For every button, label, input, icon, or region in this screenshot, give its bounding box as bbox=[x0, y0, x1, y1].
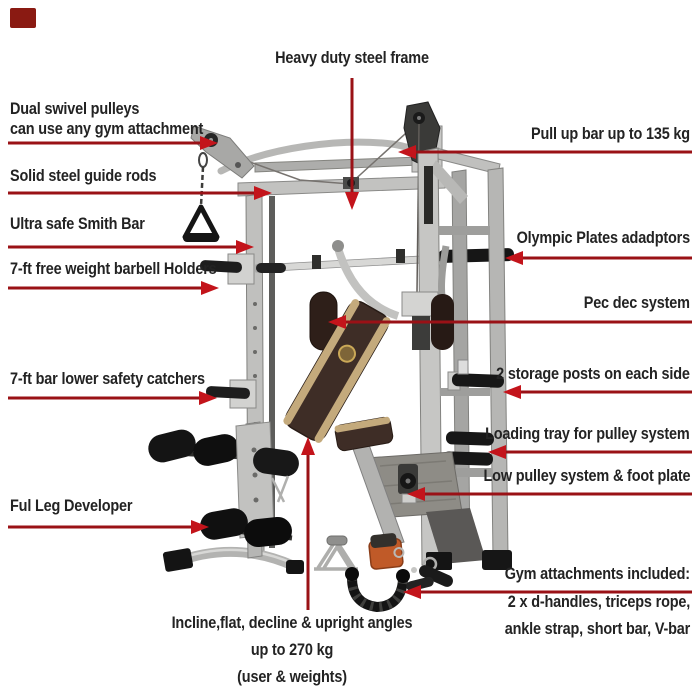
label-text: Incline,flat, decline & upright angles bbox=[171, 613, 413, 632]
corner-mark bbox=[10, 8, 36, 28]
label-text: Low pulley system & foot plate bbox=[483, 466, 690, 485]
arrow-smith-bar bbox=[8, 240, 254, 254]
label-loading-tray: Loading tray for pulley system bbox=[485, 424, 691, 444]
loading-tray-peg-1 bbox=[445, 431, 494, 446]
bench-back-pad bbox=[283, 299, 391, 443]
label-text: (user & weights) bbox=[237, 667, 347, 686]
leg-developer bbox=[148, 421, 299, 548]
storage-post-peg bbox=[451, 373, 504, 388]
label-text: Ful Leg Developer bbox=[10, 496, 133, 515]
arrow-safety-catchers bbox=[8, 391, 217, 405]
ankle-strap bbox=[368, 533, 405, 570]
label-text: Olympic Plates adadptors bbox=[516, 228, 691, 247]
arrow-guide-rods bbox=[8, 186, 272, 200]
loading-tray-peg-2 bbox=[442, 451, 493, 466]
gym-machine bbox=[148, 101, 515, 613]
label-storage-posts: 2 storage posts on each side bbox=[496, 364, 690, 384]
label-bench-angles: Incline,flat, decline & upright angles u… bbox=[122, 609, 462, 690]
barbell-holder-peg bbox=[199, 260, 242, 273]
arrow-bench-angles bbox=[301, 437, 315, 610]
d-handles bbox=[406, 556, 453, 592]
label-barbell-holders: 7-ft free weight barbell Holders bbox=[10, 259, 217, 279]
label-text: 7-ft free weight barbell Holders bbox=[10, 259, 217, 278]
guide-rod-left bbox=[269, 196, 275, 548]
label-text: Loading tray for pulley system bbox=[485, 424, 691, 443]
label-text: can use any gym attachment bbox=[10, 119, 204, 138]
base-frame bbox=[162, 508, 512, 574]
label-smith-bar: Ultra safe Smith Bar bbox=[10, 214, 145, 234]
brand-emblem bbox=[338, 344, 356, 363]
label-text: 2 x d-handles, triceps rope, bbox=[507, 592, 691, 611]
arrow-dual-swivel bbox=[8, 136, 218, 150]
arrow-olympic-adaptors bbox=[505, 251, 692, 265]
arrow-leg-developer bbox=[8, 520, 209, 534]
triceps-rope bbox=[345, 567, 410, 613]
label-safety-catchers: 7-ft bar lower safety catchers bbox=[10, 369, 205, 389]
label-text: up to 270 kg bbox=[250, 640, 334, 659]
press-arm bbox=[334, 246, 400, 320]
arrow-pull-up-bar bbox=[398, 145, 692, 159]
label-low-pulley: Low pulley system & foot plate bbox=[483, 466, 690, 486]
arrow-low-pulley bbox=[407, 487, 692, 501]
label-dual-swivel-pulleys: Dual swivel pulleys can use any gym atta… bbox=[10, 99, 203, 139]
label-text: Ultra safe Smith Bar bbox=[10, 214, 145, 233]
label-text: 7-ft bar lower safety catchers bbox=[10, 369, 205, 388]
label-pull-up-bar: Pull up bar up to 135 kg bbox=[531, 124, 690, 144]
arrow-loading-tray bbox=[488, 445, 692, 459]
label-text: Pec dec system bbox=[583, 293, 690, 312]
label-text: Gym attachments included: bbox=[504, 564, 690, 583]
label-leg-developer: Ful Leg Developer bbox=[10, 496, 133, 516]
label-text: ankle strap, short bar, V-bar bbox=[504, 619, 691, 638]
safety-catcher-peg bbox=[205, 386, 250, 399]
arrow-pec-dec bbox=[328, 315, 692, 329]
floor-attachments bbox=[314, 533, 453, 613]
v-row-handle bbox=[314, 535, 358, 571]
label-text: 2 storage posts on each side bbox=[496, 364, 690, 383]
arrow-gym-attachments bbox=[403, 585, 692, 599]
foot-plate bbox=[365, 451, 463, 519]
callout-arrows bbox=[8, 78, 692, 610]
label-text: Dual swivel pulleys bbox=[10, 99, 140, 118]
label-gym-attachments-list: 2 x d-handles, triceps rope, ankle strap… bbox=[504, 588, 691, 642]
label-text: Pull up bar up to 135 kg bbox=[531, 124, 690, 143]
label-pec-dec: Pec dec system bbox=[584, 293, 690, 313]
bench-seat-pad bbox=[334, 416, 394, 452]
label-text: Heavy duty steel frame bbox=[275, 48, 429, 67]
label-text: Solid steel guide rods bbox=[10, 166, 157, 185]
smith-bar bbox=[255, 248, 515, 273]
label-heavy-duty-steel-frame: Heavy duty steel frame bbox=[225, 48, 480, 68]
arrow-heavy-duty-frame bbox=[345, 78, 359, 210]
stirrup-handle bbox=[182, 204, 220, 240]
cable bbox=[210, 123, 417, 185]
arrow-barbell-holders bbox=[8, 281, 219, 295]
label-olympic-adaptors: Olympic Plates adadptors bbox=[516, 228, 691, 248]
arrow-storage-posts bbox=[503, 385, 692, 399]
label-guide-rods: Solid steel guide rods bbox=[10, 166, 157, 186]
label-gym-attachments-heading: Gym attachments included: bbox=[505, 564, 690, 584]
